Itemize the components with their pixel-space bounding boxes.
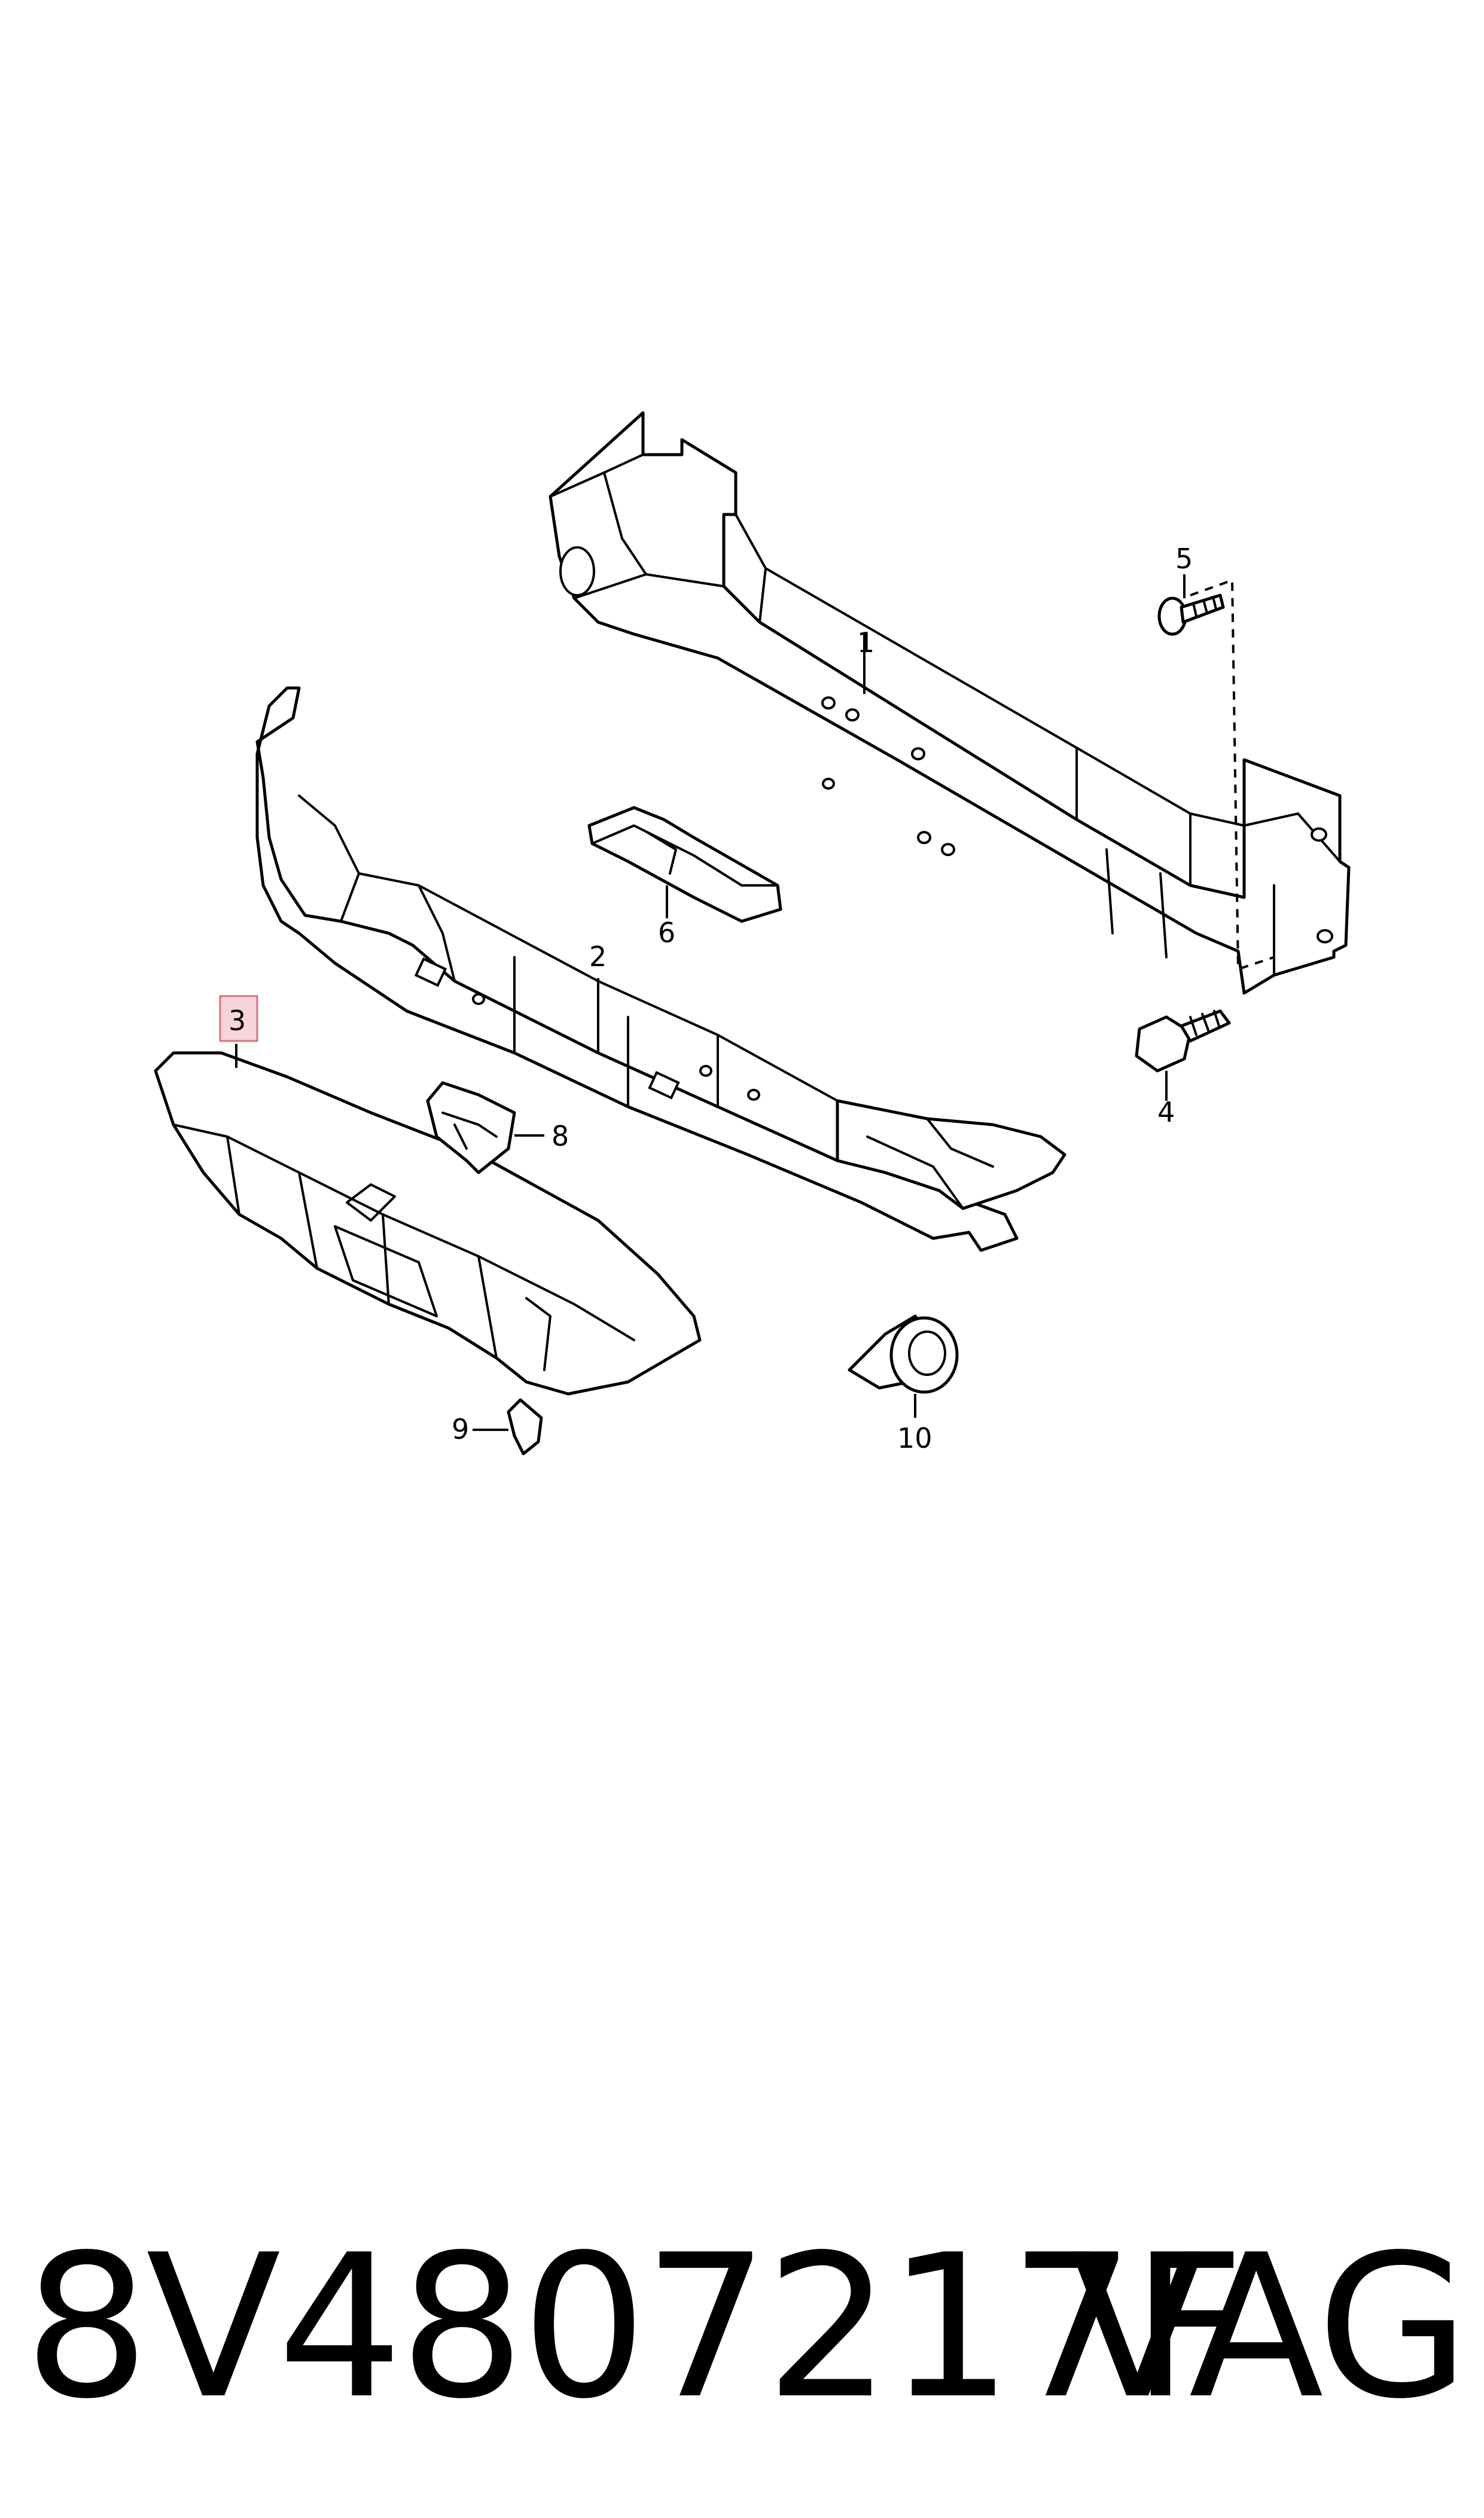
part-9-clip[interactable] xyxy=(507,1398,543,1456)
callout-9[interactable]: 9 xyxy=(452,1413,469,1445)
part-6-guide-bracket[interactable] xyxy=(587,806,782,923)
part-4-bolt[interactable] xyxy=(1135,1009,1231,1073)
callout-4[interactable]: 4 xyxy=(1157,1096,1175,1128)
brand-label: VAG xyxy=(1069,2212,1470,2442)
part-8-mounting-bracket[interactable] xyxy=(426,1081,516,1174)
callout-3[interactable]: 3 xyxy=(228,1004,246,1037)
part-10-tape-roll[interactable] xyxy=(848,1314,959,1394)
callout-3-highlight xyxy=(219,995,258,1042)
part-number: 8V4807217F xyxy=(24,2212,1245,2442)
callout-5[interactable]: 5 xyxy=(1175,543,1193,575)
callout-1[interactable]: 1 xyxy=(857,626,874,659)
callout-10[interactable]: 10 xyxy=(897,1422,933,1454)
part-2-energy-absorber[interactable] xyxy=(255,686,1066,1252)
part-5-screw[interactable] xyxy=(1157,593,1225,636)
footer: 8V4807217F VAG xyxy=(0,2202,1484,2453)
part-3-lower-absorber[interactable] xyxy=(154,1051,702,1396)
part-1-bumper-reinforcement[interactable] xyxy=(548,411,1351,995)
callout-2[interactable]: 2 xyxy=(589,940,607,973)
callout-8[interactable]: 8 xyxy=(551,1120,569,1152)
leader-lines xyxy=(235,574,1275,1431)
callouts: 1 2 3 4 5 6 8 9 10 xyxy=(219,543,1193,1454)
callout-6[interactable]: 6 xyxy=(658,917,675,949)
